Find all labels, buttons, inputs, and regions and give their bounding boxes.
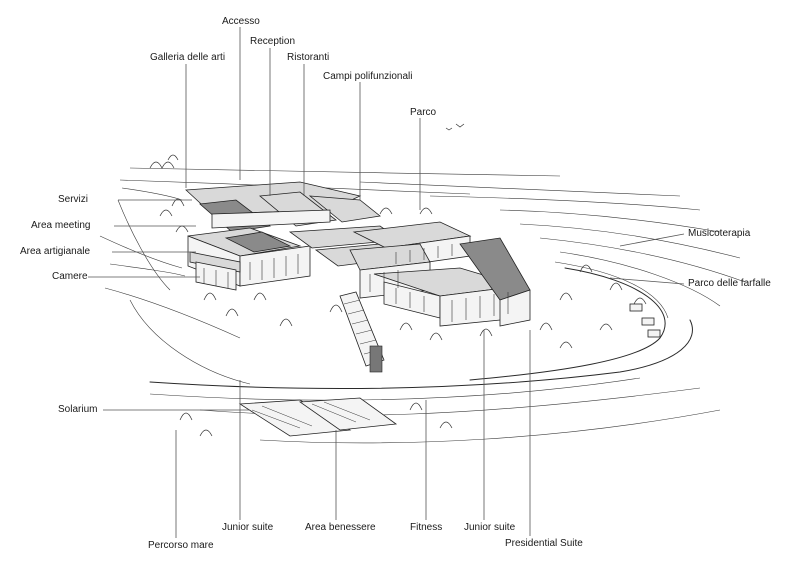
label-ristoranti: Ristoranti xyxy=(287,52,330,63)
label-area-benessere: Area benessere xyxy=(305,522,376,533)
label-parco-delle-farfalle: Parco delle farfalle xyxy=(688,278,771,289)
terrain-lines xyxy=(99,167,746,444)
label-presidential-suite: Presidential Suite xyxy=(505,538,583,549)
leader-lines xyxy=(88,27,685,538)
label-junior-suite-right: Junior suite xyxy=(464,522,516,533)
label-percorso-mare: Percorso mare xyxy=(148,540,214,551)
label-fitness: Fitness xyxy=(410,522,443,533)
label-camere: Camere xyxy=(52,271,88,282)
parking xyxy=(629,303,661,338)
label-campi-polifunzionali: Campi polifunzionali xyxy=(323,71,413,82)
label-reception: Reception xyxy=(250,36,296,47)
trees xyxy=(149,123,647,437)
label-parco: Parco xyxy=(410,107,437,118)
label-area-artigianale: Area artigianale xyxy=(20,246,91,257)
label-junior-suite-left: Junior suite xyxy=(222,522,274,533)
label-solarium: Solarium xyxy=(58,404,98,415)
label-area-meeting: Area meeting xyxy=(31,220,91,231)
solarium-area xyxy=(238,397,398,437)
label-galleria-delle-arti: Galleria delle arti xyxy=(150,52,226,63)
label-musicoterapia: Musicoterapia xyxy=(688,228,751,239)
label-servizi: Servizi xyxy=(58,194,89,205)
label-accesso: Accesso xyxy=(222,16,260,27)
building-complex xyxy=(185,181,531,373)
